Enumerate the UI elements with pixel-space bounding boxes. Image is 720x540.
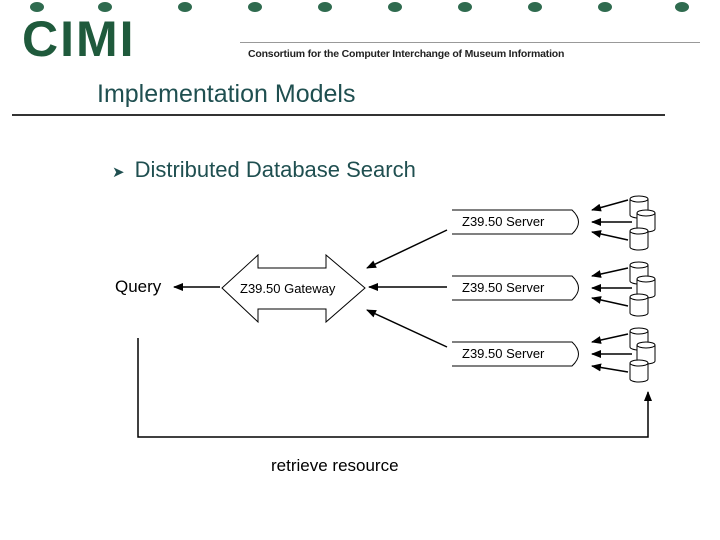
organization-name: Consortium for the Computer Interchange … <box>248 48 565 60</box>
header-dot <box>30 2 44 12</box>
header-rule <box>240 42 700 43</box>
database-to-server-arrow <box>591 230 629 241</box>
header-dot <box>528 2 542 12</box>
bullet-item: ➤ Distributed Database Search <box>112 157 416 183</box>
header-dot <box>388 2 402 12</box>
header-dots <box>30 2 700 16</box>
server-to-gateway-arrow <box>366 229 448 269</box>
header-dot <box>598 2 612 12</box>
retrieve-resource-path <box>137 338 652 438</box>
database-stack-icon <box>629 195 656 251</box>
database-to-server-arrow <box>591 333 629 344</box>
database-to-server-arrow <box>591 267 629 278</box>
database-stack-icon <box>629 327 656 383</box>
cimi-logo: CIMI <box>22 11 136 67</box>
gateway-label: Z39.50 Gateway <box>240 281 336 296</box>
query-label: Query <box>115 277 162 296</box>
slide-title: Implementation Models <box>97 80 356 108</box>
database-to-server-arrow <box>591 363 629 373</box>
database-to-server-arrow <box>591 199 629 212</box>
server-label: Z39.50 Server <box>462 346 545 361</box>
header-dot <box>458 2 472 12</box>
bullet-text: Distributed Database Search <box>134 157 416 182</box>
server-shape <box>452 341 579 367</box>
bullet-arrow-icon: ➤ <box>112 164 125 181</box>
database-to-server-arrow <box>591 296 629 307</box>
retrieve-resource-label: retrieve resource <box>271 456 399 475</box>
header-dot <box>318 2 332 12</box>
server-shape <box>452 209 579 235</box>
header-dot <box>248 2 262 12</box>
server-label: Z39.50 Server <box>462 214 545 229</box>
database-stack-icon <box>629 261 656 317</box>
header-dot <box>675 2 689 12</box>
header-dot <box>178 2 192 12</box>
title-divider <box>12 114 665 116</box>
server-to-gateway-arrow <box>366 309 448 348</box>
gateway-shape <box>221 253 366 324</box>
server-label: Z39.50 Server <box>462 280 545 295</box>
server-shape <box>452 275 579 301</box>
header-dot <box>98 2 112 12</box>
